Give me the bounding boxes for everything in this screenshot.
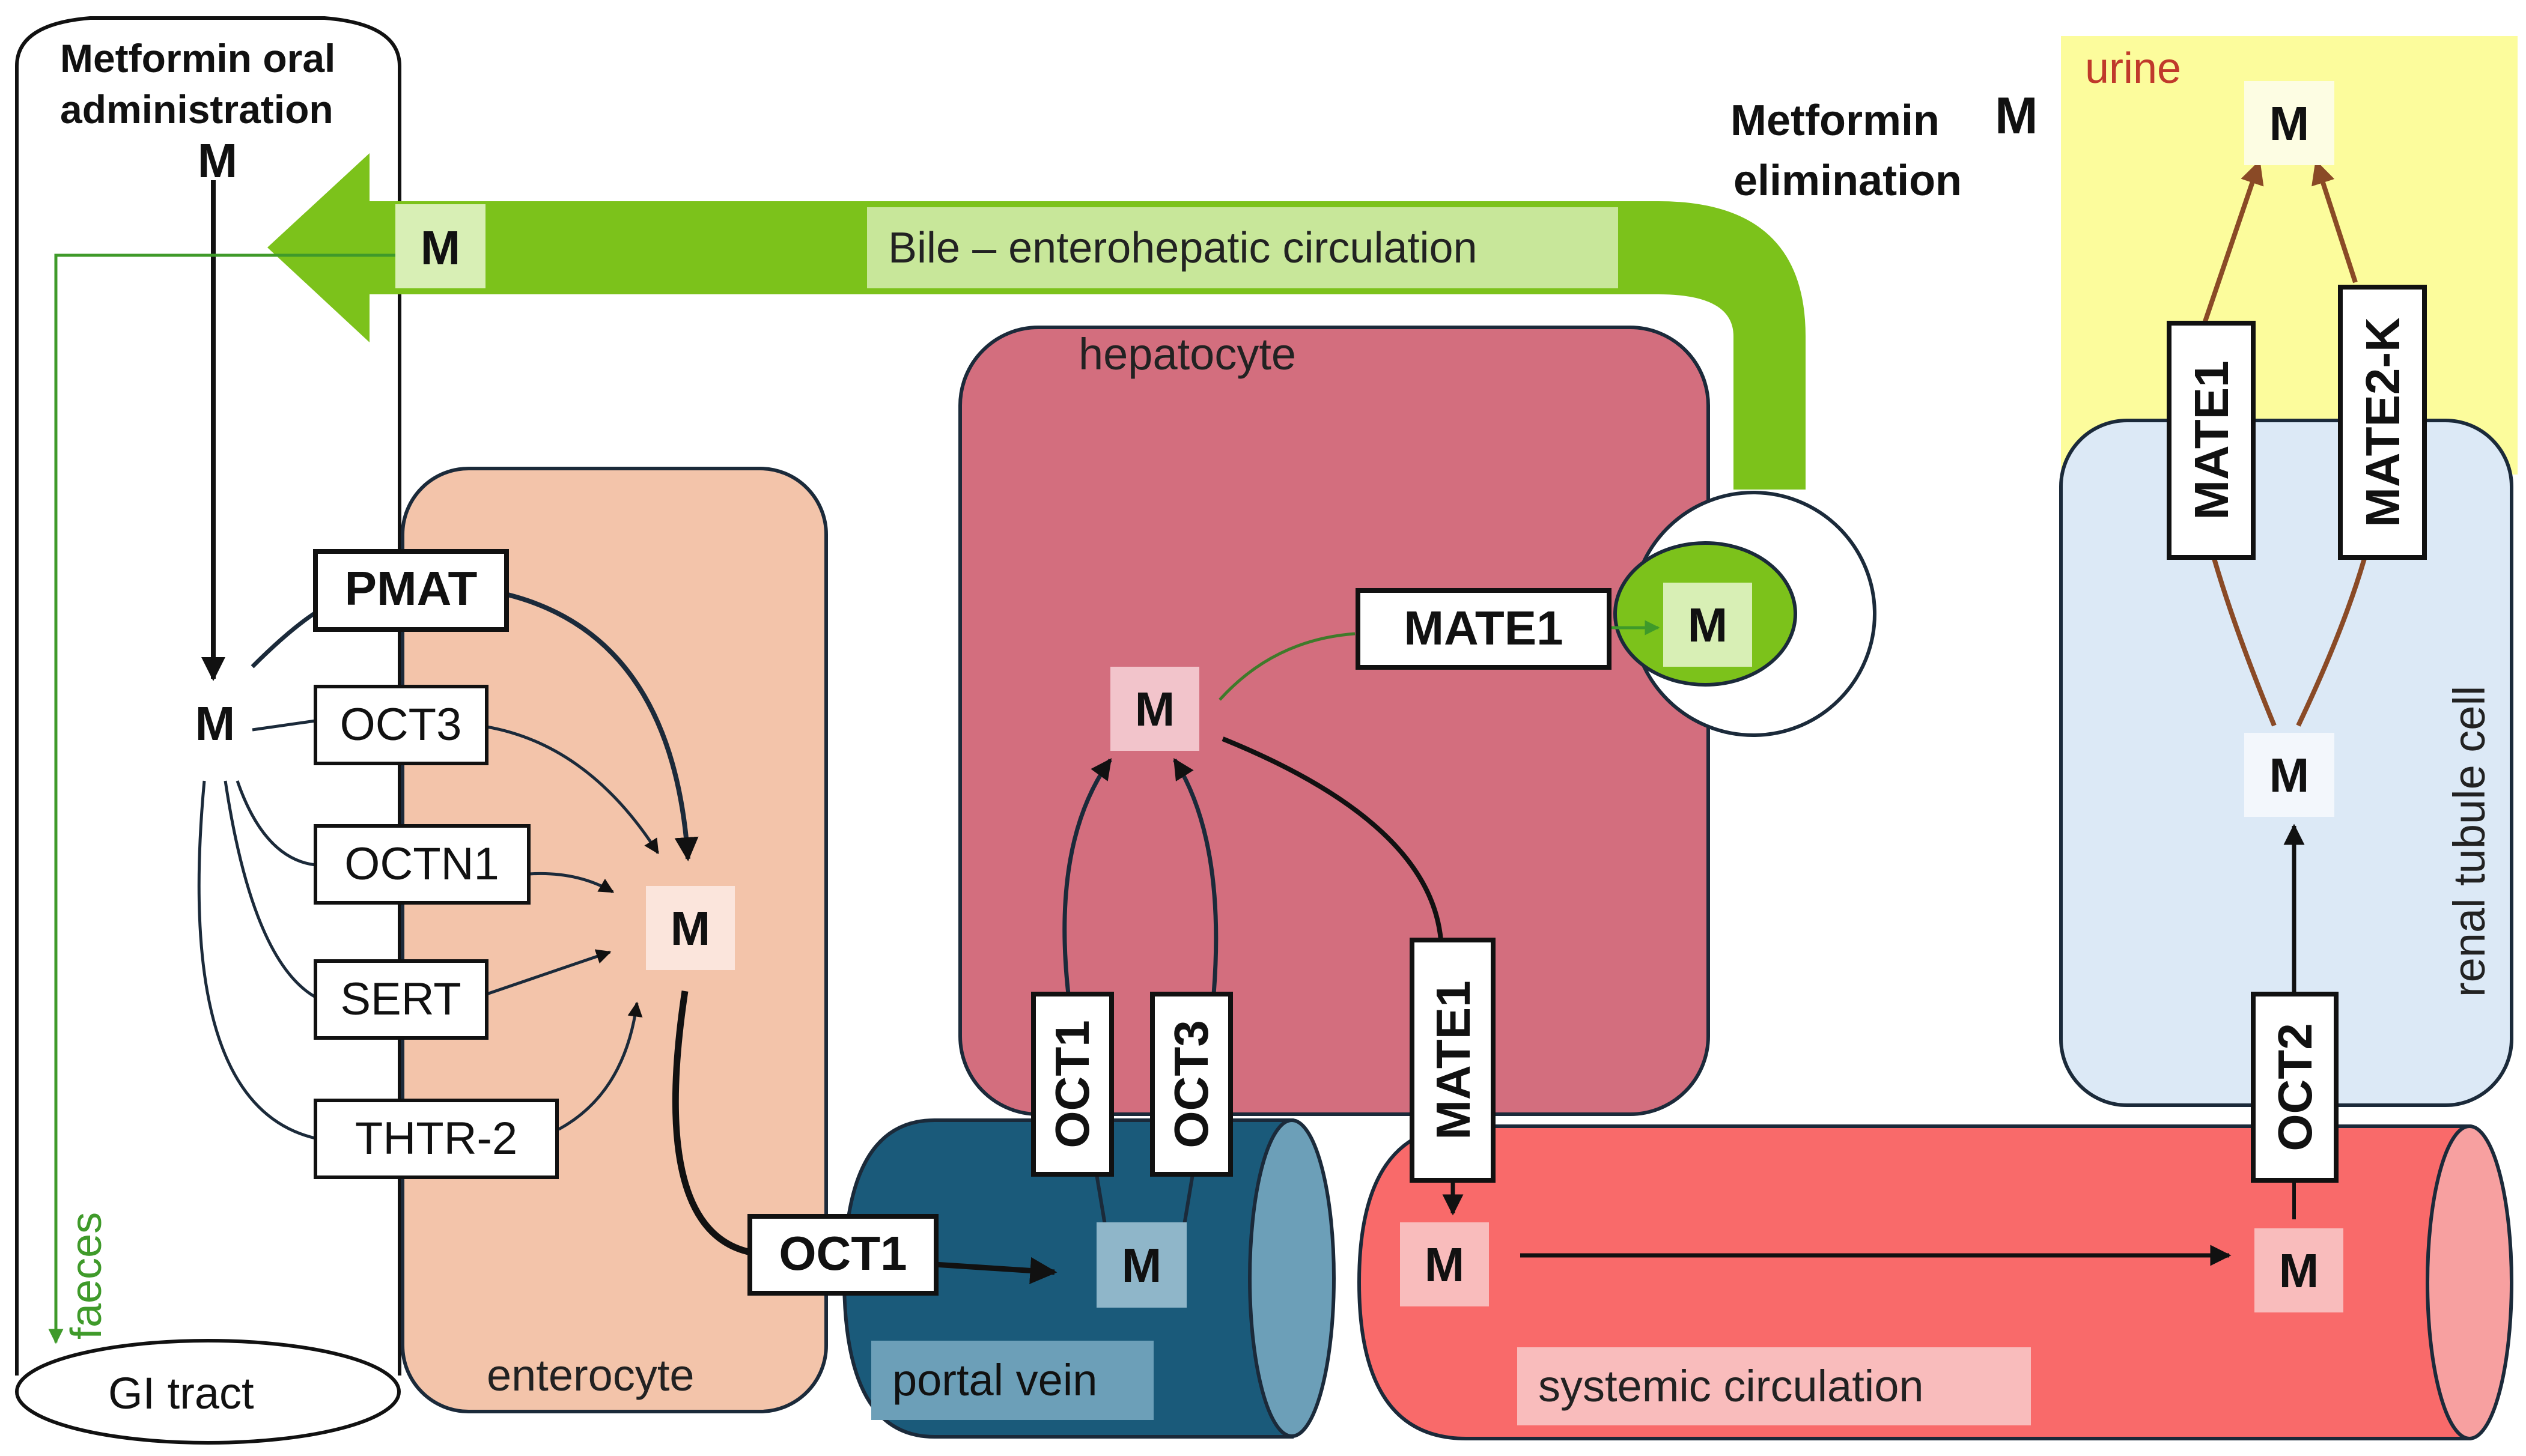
m-vesicle-marker: M xyxy=(1663,583,1752,667)
renal-tubule-label: renal tubule cell xyxy=(2444,686,2494,997)
transporter-mate1-kidney-label: MATE1 xyxy=(2185,360,2238,520)
transporter-oct3-liver-label: OCT3 xyxy=(1164,1020,1218,1148)
link-octn1 xyxy=(236,780,316,867)
m-kidney-blood-marker: M xyxy=(2254,1228,2343,1312)
enterocyte-label: enterocyte xyxy=(487,1350,695,1400)
transporter-oct3-gut: OCT3 xyxy=(314,685,488,765)
portal-vein-label-bg xyxy=(871,1341,1154,1420)
m-bile: M xyxy=(421,221,461,275)
m-systemic: M xyxy=(1425,1238,1465,1291)
mate2k-to-urine-m xyxy=(2311,160,2358,284)
m-kidney-blood: M xyxy=(2279,1244,2319,1297)
portal-m-to-oct3 xyxy=(1182,1174,1195,1229)
m-portal-marker: M xyxy=(1097,1222,1187,1308)
transporter-oct2-kidney-label: OCT2 xyxy=(2268,1023,2322,1151)
transporter-thtr2-label: THTR-2 xyxy=(355,1113,517,1164)
transporter-pmat-label: PMAT xyxy=(345,562,478,615)
transporter-sert: SERT xyxy=(314,959,488,1040)
transporter-pmat: PMAT xyxy=(313,549,509,632)
renal-m-to-mate1 xyxy=(2212,557,2277,727)
m-renal: M xyxy=(2269,748,2310,802)
link-oct3-gut xyxy=(252,719,316,732)
transporter-mate2k-kidney-label: MATE2-K xyxy=(2356,317,2409,527)
portal-m-to-oct1 xyxy=(1095,1174,1107,1229)
m-oral: M xyxy=(198,134,238,187)
gi-tract-opening xyxy=(15,1339,401,1445)
portal-vein-label: portal vein xyxy=(892,1355,1097,1405)
oct3-to-m xyxy=(486,725,660,855)
transporter-mate2k-kidney: MATE2-K xyxy=(2338,285,2427,560)
bile-label: Bile – enterohepatic circulation xyxy=(888,224,1478,272)
link-thtr2 xyxy=(197,780,316,1140)
transporter-mate1-systemic-label: MATE1 xyxy=(1426,980,1480,1139)
transporter-oct3-gut-label: OCT3 xyxy=(340,699,462,750)
bile-label-bg xyxy=(867,207,1618,288)
hep-m-to-mate1-vertical xyxy=(1222,736,1443,941)
transporter-oct1-liver-label: OCT1 xyxy=(1045,1020,1099,1148)
systemic-circulation-end xyxy=(2426,1124,2513,1440)
transporter-oct3-liver: OCT3 xyxy=(1150,992,1233,1177)
renal-m-to-mate2k xyxy=(2296,557,2367,727)
sert-to-m xyxy=(486,949,612,996)
m-systemic-marker: M xyxy=(1400,1222,1489,1306)
m-urine-marker: M xyxy=(2244,81,2334,165)
octn1-to-m xyxy=(528,872,615,894)
elimination-line2: elimination xyxy=(1733,157,1962,205)
m-bile-marker: M xyxy=(395,204,485,288)
hepatocyte-label: hepatocyte xyxy=(1079,329,1296,379)
m-enterocyte-marker: M xyxy=(646,886,735,970)
m-renal-marker: M xyxy=(2244,733,2334,817)
elimination-line1: Metformin xyxy=(1730,97,1940,145)
m-lumen: M xyxy=(195,697,236,750)
m-urine: M xyxy=(2269,97,2310,150)
transporter-mate1-systemic: MATE1 xyxy=(1410,938,1496,1183)
systemic-label-bg xyxy=(1517,1347,2031,1425)
oral-administration-line2: administration xyxy=(60,87,333,132)
link-sert xyxy=(224,780,317,999)
transporter-octn1-label: OCTN1 xyxy=(344,839,499,890)
oct3-to-hep-m xyxy=(1173,758,1219,995)
transporter-oct1-liver: OCT1 xyxy=(1031,992,1114,1177)
m-hepatocyte-marker: M xyxy=(1110,667,1199,751)
elimination-m: M xyxy=(1995,87,2038,145)
transporter-mate1-bile: MATE1 xyxy=(1356,588,1611,670)
m-hepatocyte: M xyxy=(1135,682,1175,736)
portal-vein-end xyxy=(1248,1118,1336,1438)
gi-tract-label: GI tract xyxy=(108,1368,254,1418)
pmat-to-m xyxy=(507,592,699,861)
m-vesicle: M xyxy=(1688,598,1728,652)
transporter-sert-label: SERT xyxy=(340,974,461,1025)
m-portal: M xyxy=(1122,1239,1162,1292)
link-pmat xyxy=(251,611,317,669)
oct1-to-portal-m xyxy=(934,1257,1058,1284)
gut-tube xyxy=(15,16,401,1376)
transporter-oct1-basolateral-label: OCT1 xyxy=(779,1227,907,1280)
oct1-to-hep-m xyxy=(1062,758,1112,995)
transporter-thtr2: THTR-2 xyxy=(314,1099,559,1179)
faeces-label: faeces xyxy=(62,1212,111,1339)
oral-administration-line1: Metformin oral xyxy=(60,36,335,80)
hep-m-to-mate1-bile xyxy=(1219,632,1356,701)
transporter-oct1-basolateral: OCT1 xyxy=(747,1214,939,1296)
thtr2-to-m xyxy=(558,1001,643,1131)
transporter-mate1-kidney: MATE1 xyxy=(2167,321,2256,560)
transporter-octn1: OCTN1 xyxy=(314,824,531,905)
m-enterocyte: M xyxy=(671,902,711,955)
m-to-oct1-basolateral xyxy=(672,990,752,1256)
faeces-arrow xyxy=(48,253,397,1344)
systemic-label: systemic circulation xyxy=(1538,1361,1924,1411)
transporter-mate1-bile-label: MATE1 xyxy=(1404,601,1563,655)
mate1-to-urine-m xyxy=(2203,160,2264,323)
urine-label: urine xyxy=(2085,44,2181,93)
transporter-oct2-kidney: OCT2 xyxy=(2251,992,2339,1183)
